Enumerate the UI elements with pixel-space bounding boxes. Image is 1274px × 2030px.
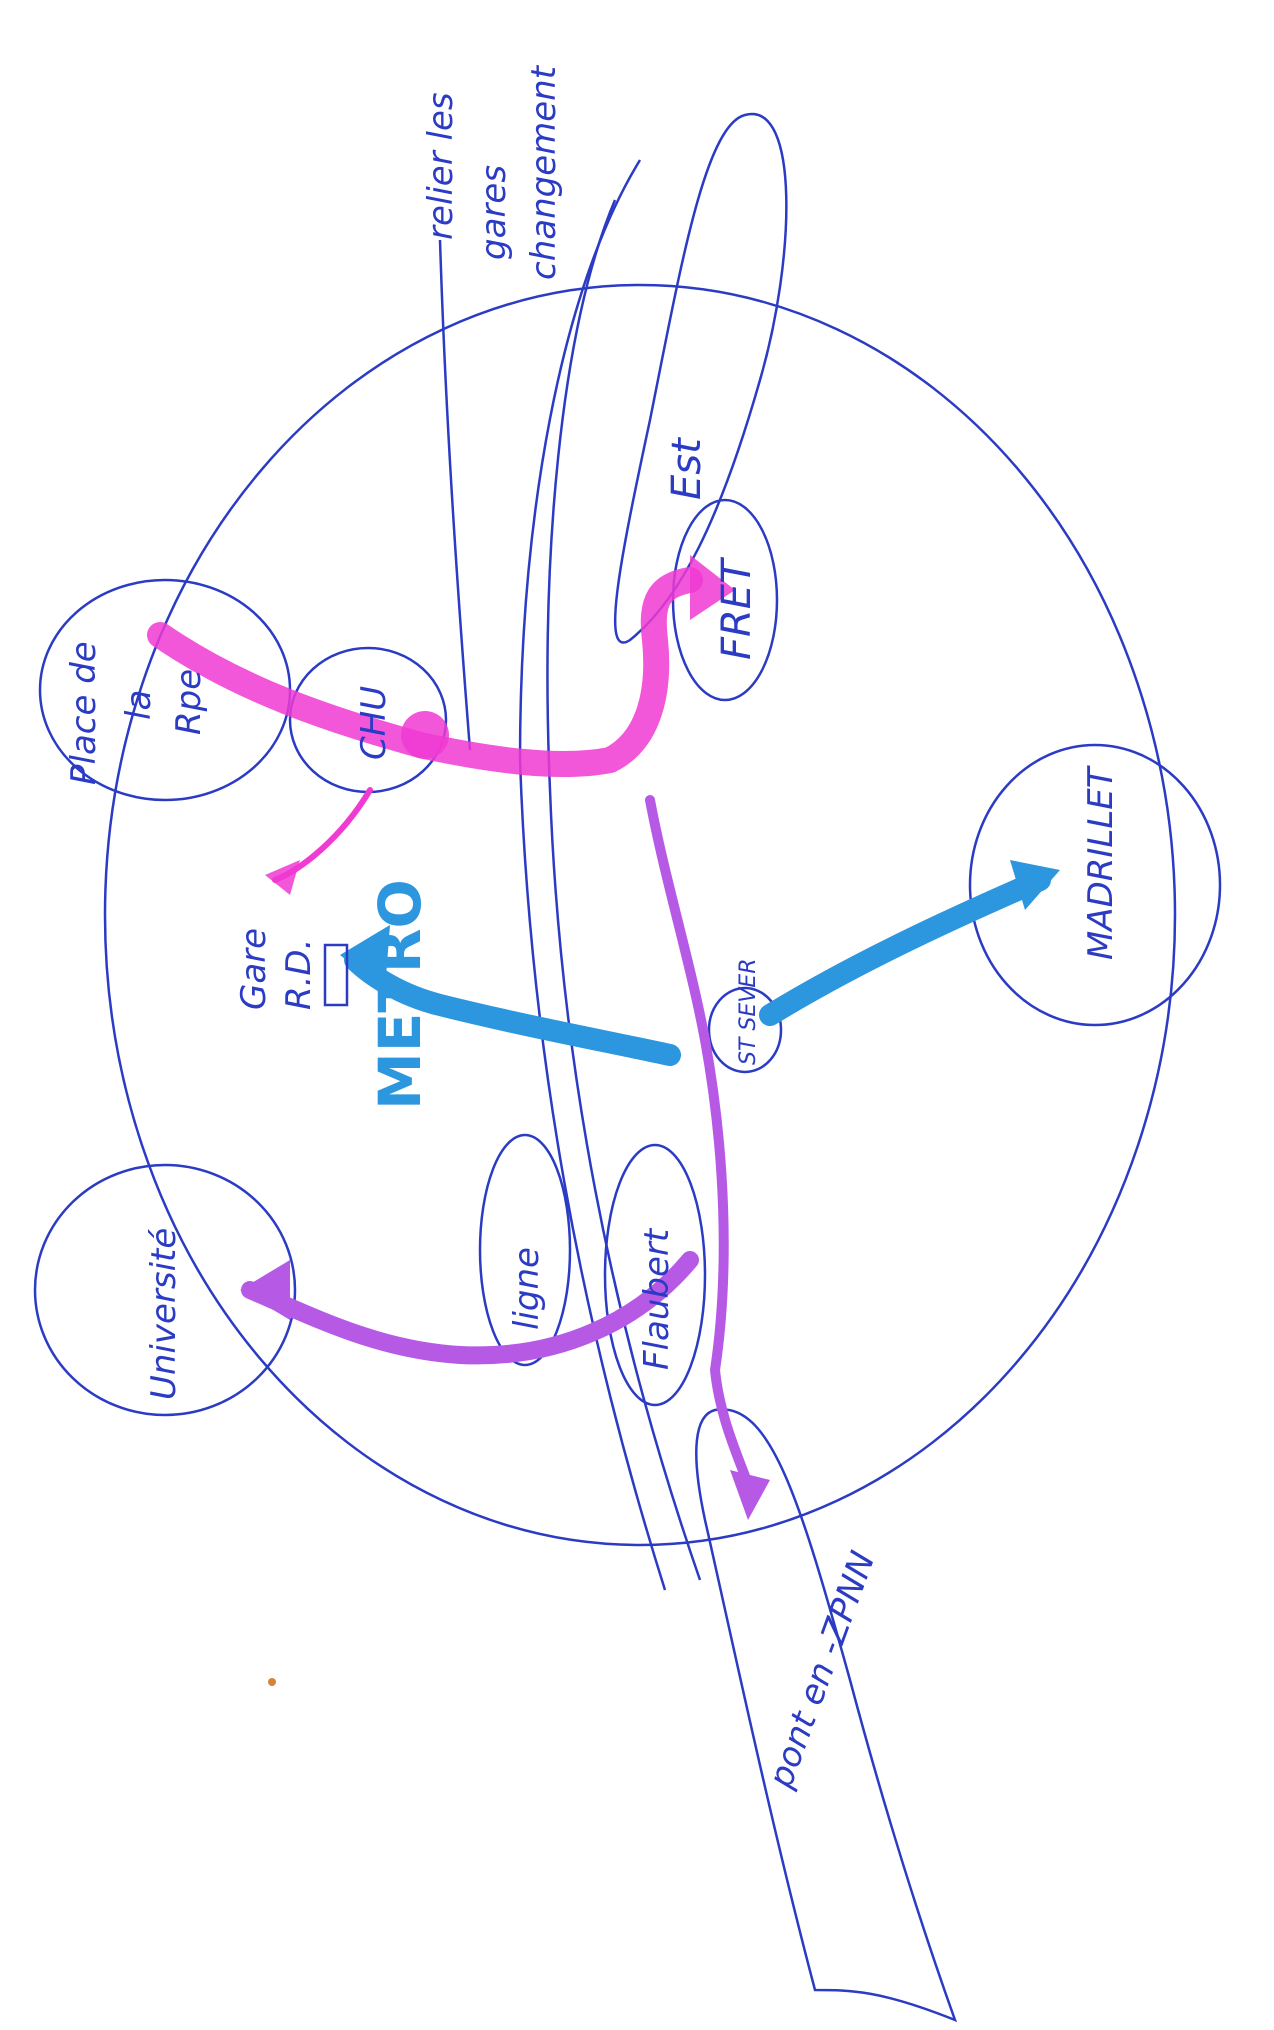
label-gare: Gare <box>234 928 274 1010</box>
label-place-rpe: Rpe <box>169 669 209 735</box>
label-madrillet: MADRILLET <box>1081 765 1121 960</box>
madrillet-circle <box>968 743 1222 1027</box>
label-gares: gares <box>474 165 514 260</box>
label-place: Place de <box>64 641 104 785</box>
label-universite: Université <box>144 1228 184 1400</box>
metro-madrillet-arrow-head <box>1010 860 1060 910</box>
violet-route-gare-pont <box>645 795 755 1495</box>
label-st-sever: ST SEVER <box>736 959 761 1066</box>
label-fret: FRET <box>714 556 760 660</box>
city-boundary-circle <box>103 283 1177 1547</box>
st-sever-node <box>707 986 783 1074</box>
label-metro: METRO <box>366 879 434 1110</box>
universite-circle <box>33 1163 297 1417</box>
cyan-metro-route-madrillet <box>759 869 1051 1026</box>
label-flaubert: Flaubert <box>637 1227 677 1370</box>
magenta-route-place-chu-gare <box>147 567 703 778</box>
metro-gare-arrow-head <box>340 925 390 990</box>
pont-elongated-shape <box>695 1408 958 2023</box>
pont-arrow-head <box>730 1470 770 1520</box>
label-gare-rd: R.D. <box>279 939 319 1010</box>
gare-rd-box <box>323 943 349 1007</box>
river-line-right <box>546 199 702 1581</box>
flaubert-ellipse <box>603 1143 707 1407</box>
annotation-leader-line <box>438 239 472 751</box>
gare-arrow-head <box>265 860 300 895</box>
label-changement: changement <box>524 64 564 280</box>
chu-marker-dot <box>401 711 449 759</box>
ink-spot <box>268 1678 276 1686</box>
fret-arrow-head <box>690 555 735 620</box>
label-relier: relier les <box>421 92 461 240</box>
violet-route-universite <box>241 1251 699 1365</box>
railway-ellipse <box>613 112 788 644</box>
label-chu: CHU <box>354 686 394 760</box>
universite-arrow-head <box>240 1260 290 1320</box>
label-est: Est <box>664 437 710 500</box>
label-ligne: ligne <box>507 1247 547 1330</box>
ligne-ellipse <box>478 1133 572 1367</box>
river-line-left <box>518 159 667 1591</box>
label-place-la: la <box>119 690 159 720</box>
